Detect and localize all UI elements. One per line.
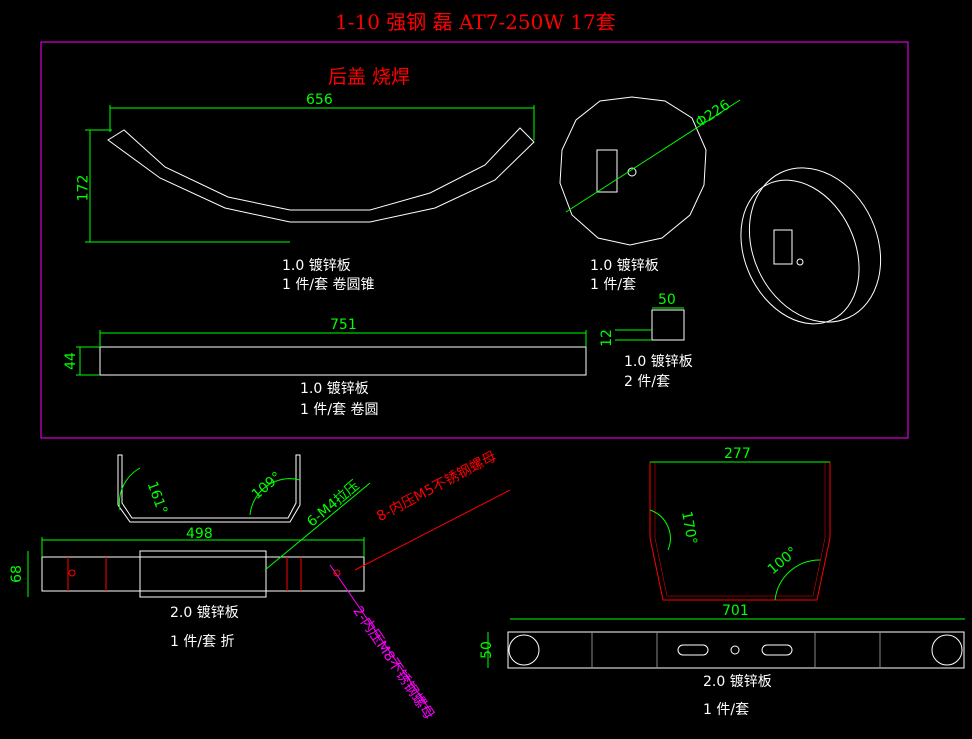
disc-part xyxy=(559,96,741,246)
iso-view xyxy=(740,167,882,325)
dim-277: 277 xyxy=(724,446,751,462)
part4-material: 1.0 镀锌板 xyxy=(624,354,693,370)
dim-498: 498 xyxy=(186,526,213,542)
part1-qty: 1 件/套 卷圆锥 xyxy=(282,277,375,293)
section-title: 后盖 烧焊 xyxy=(328,66,411,88)
dim-50: 50 xyxy=(478,641,495,659)
part2-qty: 1 件/套 xyxy=(590,277,637,293)
strip-part xyxy=(76,330,587,376)
dim-68: 68 xyxy=(8,565,25,583)
dim-44: 44 xyxy=(62,352,79,370)
part5-qty: 1 件/套 折 xyxy=(170,634,235,650)
part3-qty: 1 件/套 卷圆 xyxy=(300,402,379,418)
part6-qty: 1 件/套 xyxy=(703,702,750,718)
dim-656: 656 xyxy=(306,92,333,108)
part1-material: 1.0 镀锌板 xyxy=(282,258,351,274)
part2-material: 1.0 镀锌板 xyxy=(590,258,659,274)
tab-part xyxy=(615,307,685,341)
part5-material: 2.0 镀锌板 xyxy=(170,605,239,621)
drawing-title: 1-10 强钢 磊 AT7-250W 17套 xyxy=(335,10,616,34)
u-part xyxy=(487,461,965,669)
part4-qty: 2 件/套 xyxy=(624,374,671,390)
dim-172: 172 xyxy=(75,174,92,202)
part6-material: 2.0 镀锌板 xyxy=(703,674,772,690)
dim-701: 701 xyxy=(722,603,749,619)
frame-border xyxy=(40,41,909,439)
dim-50-tab: 50 xyxy=(658,292,676,308)
bracket-part xyxy=(27,454,511,711)
dim-12: 12 xyxy=(598,329,615,347)
part3-material: 1.0 镀锌板 xyxy=(300,381,369,397)
dim-751: 751 xyxy=(330,317,357,333)
cone-part xyxy=(85,105,535,243)
